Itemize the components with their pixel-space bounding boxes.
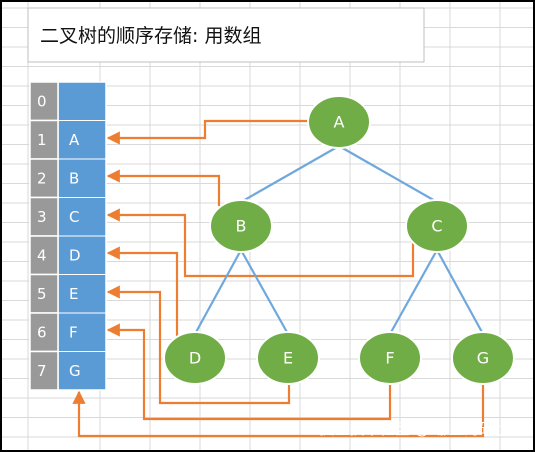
array-index-cell [29,235,59,276]
tree-node-e [256,331,320,385]
diagram-title: 二叉树的顺序存储: 用数组 [40,25,261,47]
arrow-e-to-array [106,285,291,405]
tree-edge-c-f [389,249,438,335]
watermark-text: 掘金技术社区 @ 哪里的破水瓶 [319,420,524,438]
tree-node-label: E [283,349,293,368]
array-index-label: 1 [37,131,47,149]
arrow-a-to-array [106,119,308,145]
tree-edge-a-c [338,145,438,203]
tree-node-label: C [431,217,442,236]
mapping-arrows [72,119,485,438]
array-value-label: G [69,362,81,380]
tree-edge-b-e [240,249,289,335]
array-value-label: A [69,131,80,149]
tree-node-label: G [477,349,489,368]
tree-node-f [358,331,422,385]
tree-node-label: A [334,113,345,132]
array-value-label: C [69,208,79,226]
tree-node-a [307,95,371,149]
array-index-label: 5 [37,285,47,303]
array-index-cell [29,158,59,199]
tree-node-g [451,331,515,385]
array-storage: 0 1 A 2 B 3 C 4 D 5 E 6 F 7 G [29,81,107,391]
tree-node-label: F [385,349,394,368]
tree-nodes: A B C D E F G [163,95,515,385]
tree-edges [194,145,484,335]
array-index-cell [29,81,59,122]
array-index-label: 3 [37,208,47,226]
array-index-cell [29,350,59,391]
array-value-label: B [69,169,79,187]
array-value-label: F [69,323,78,341]
array-index-cell [29,312,59,353]
arrow-f-to-array [106,323,392,421]
arrow-d-to-array [106,246,179,345]
tree-edge-c-g [436,249,484,335]
array-index-label: 4 [37,246,47,264]
tree-node-d [163,331,227,385]
arrow-b-to-array [106,169,221,206]
array-index-label: 0 [37,92,47,110]
array-value-label: E [69,285,78,303]
arrow-g-to-array [72,385,485,438]
array-index-label: 2 [37,169,47,187]
tree-edge-a-b [240,145,340,203]
arrow-c-to-array [106,208,415,278]
array-value-label: D [69,246,81,264]
array-index-label: 7 [37,362,47,380]
tree-node-b [209,199,273,253]
tree-node-label: B [236,217,247,236]
title-box [27,7,425,63]
tree-node-label: D [189,349,201,368]
tree-edge-b-d [194,249,242,335]
array-index-label: 6 [37,323,47,341]
tree-node-c [405,199,469,253]
